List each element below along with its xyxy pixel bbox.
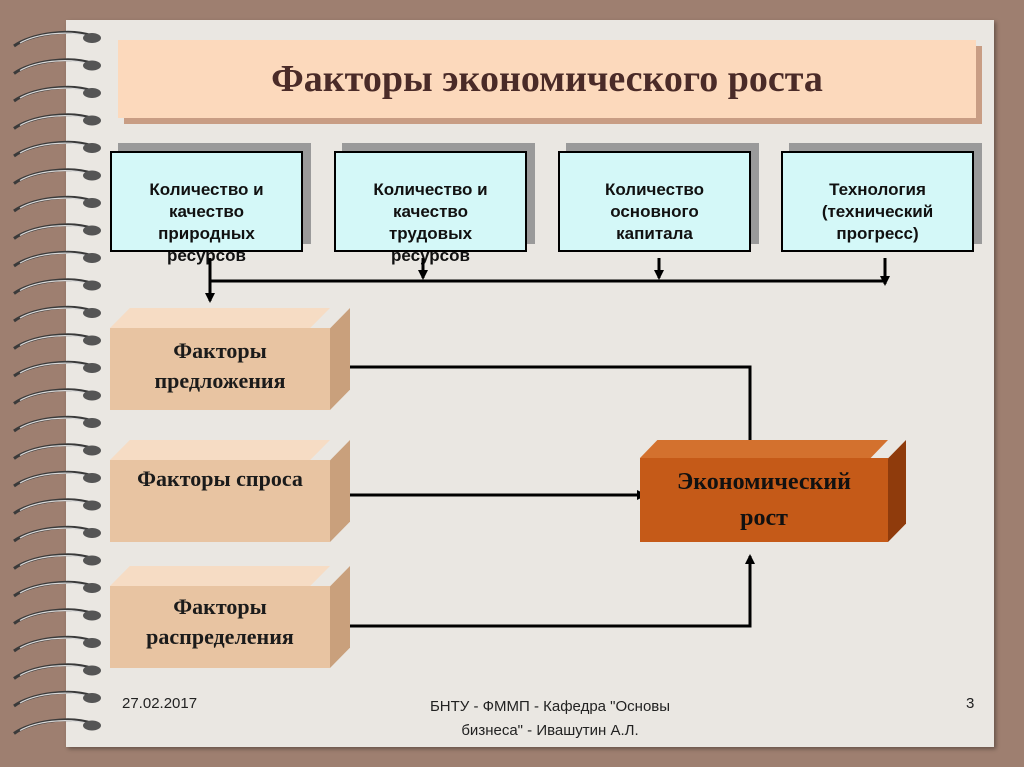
binding-hole (83, 445, 101, 456)
binding-hole (83, 225, 101, 236)
slide-title-text: Факторы экономического роста (271, 58, 823, 100)
binding-hole (83, 720, 101, 731)
factor-label-demand: Факторы спроса (110, 460, 330, 542)
binding-hole (83, 583, 101, 593)
block-side-face (330, 440, 350, 542)
binding-hole (83, 638, 101, 648)
input-box-natural-resources: Количество и качество природных ресурсов (110, 151, 303, 265)
input-label: Количество основного капитала (604, 180, 705, 243)
binding-hole (83, 418, 101, 428)
binding-hole (83, 555, 101, 566)
input-box-capital: Количество основного капитала (558, 151, 751, 252)
block-side-face (330, 566, 350, 668)
binding-hole (83, 665, 101, 676)
footer-page-number: 3 (966, 695, 975, 712)
binding-hole (83, 693, 101, 703)
footer-date: 27.02.2017 (122, 695, 198, 712)
binding-hole (83, 500, 101, 511)
binding-hole (83, 33, 101, 43)
result-label: Экономический рост (640, 458, 888, 542)
binding-hole (83, 473, 101, 483)
footer-credit: БНТУ - ФММП - Кафедра "Основы бизнеса" -… (429, 698, 671, 739)
binding-hole (83, 335, 101, 346)
binding-hole (83, 610, 101, 621)
factor-label-supply: Факторы предложения (110, 328, 330, 410)
spiral-binding (13, 30, 101, 735)
input-box-technology: Технология (технический прогресс) (781, 151, 974, 252)
binding-hole (83, 88, 101, 98)
binding-hole (83, 115, 101, 126)
binding-hole (83, 253, 101, 263)
arrow-distribution-to-growth (350, 554, 755, 628)
block-side-face (330, 308, 350, 410)
input-label: Количество и качество трудовых ресурсов (373, 180, 488, 265)
block-side-face (888, 440, 906, 542)
binding-hole (83, 308, 101, 318)
block-top-face (110, 308, 330, 328)
binding-hole (83, 170, 101, 181)
block-top-face (110, 566, 330, 586)
arrow-supply-to-growth (350, 365, 755, 455)
binding-hole (83, 363, 101, 373)
binding-hole (83, 528, 101, 538)
binding-hole (83, 198, 101, 208)
binding-hole (83, 390, 101, 401)
input-label: Технология (технический прогресс) (821, 180, 934, 243)
block-top-face (110, 440, 330, 460)
binding-hole (83, 60, 101, 71)
input-box-labor-resources: Количество и качество трудовых ресурсов (334, 151, 527, 265)
binding-hole (83, 280, 101, 291)
factor-label-distribution: Факторы распределения (110, 586, 330, 668)
binding-hole (83, 143, 101, 153)
input-label: Количество и качество природных ресурсов (149, 180, 264, 265)
block-top-face (640, 440, 888, 458)
slide-title: Факторы экономического роста (118, 40, 976, 118)
